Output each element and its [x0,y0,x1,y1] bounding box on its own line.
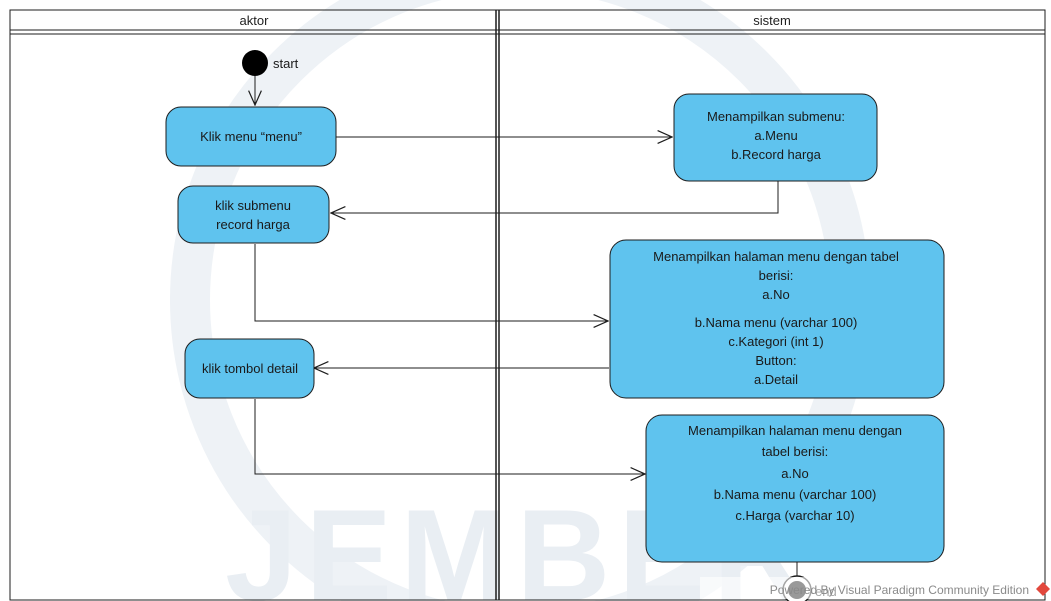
action-tampil-submenu-line-1: Menampilkan submenu: [707,109,845,124]
action-klik-menu: Klik menu “menu” [165,106,337,167]
action-tampil-detail-line-1: Menampilkan halaman menu dengan [688,423,902,438]
action-klik-detail-line-1: klik tombol detail [202,361,298,376]
visual-paradigm-logo-icon [1036,582,1050,596]
action-klik-menu-line-1: Klik menu “menu” [200,129,302,144]
action-tampil-tabel-line-3: a.No [762,287,789,302]
action-tampil-tabel: Menampilkan halaman menu dengan tabel be… [609,239,945,399]
action-tampil-detail-line-5: c.Harga (varchar 10) [735,508,854,523]
action-tampil-tabel-line-6: Button: [755,353,796,368]
action-klik-submenu-line-2: record harga [216,217,290,232]
action-tampil-submenu: Menampilkan submenu: a.Menu b.Record har… [673,93,878,182]
start-node: start [242,50,299,76]
lane-title-aktor: aktor [240,13,270,28]
action-klik-detail: klik tombol detail [184,338,315,399]
action-tampil-detail-line-2: tabel berisi: [762,444,828,459]
swimlane-frame: aktor sistem [9,9,1046,601]
powered-by-footer: Powered By Visual Paradigm Community Edi… [700,577,1050,599]
action-klik-submenu: klik submenu record harga [177,185,330,244]
edge-tampil-submenu-to-klik-submenu [331,181,779,213]
action-tampil-submenu-line-3: b.Record harga [731,147,821,162]
action-tampil-tabel-line-5: c.Kategori (int 1) [728,334,823,349]
lane-title-sistem: sistem [753,13,791,28]
start-circle [242,50,268,76]
action-tampil-detail: Menampilkan halaman menu dengan tabel be… [645,414,945,563]
action-tampil-tabel-line-4: b.Nama menu (varchar 100) [695,315,858,330]
action-tampil-submenu-line-2: a.Menu [754,128,797,143]
edge-klik-detail-to-tampil-detail [254,399,645,474]
action-tampil-tabel-line-2: berisi: [759,268,794,283]
action-tampil-detail-line-3: a.No [781,466,808,481]
powered-by-text: Powered By Visual Paradigm Community Edi… [770,583,1029,597]
edge-klik-submenu-to-tampil-tabel [254,244,608,321]
action-tampil-tabel-line-1: Menampilkan halaman menu dengan tabel [653,249,899,264]
flow-edges [255,76,797,591]
action-tampil-tabel-line-7: a.Detail [754,372,798,387]
action-klik-submenu-line-1: klik submenu [215,198,291,213]
start-label: start [273,56,299,71]
action-tampil-detail-line-4: b.Nama menu (varchar 100) [714,487,877,502]
